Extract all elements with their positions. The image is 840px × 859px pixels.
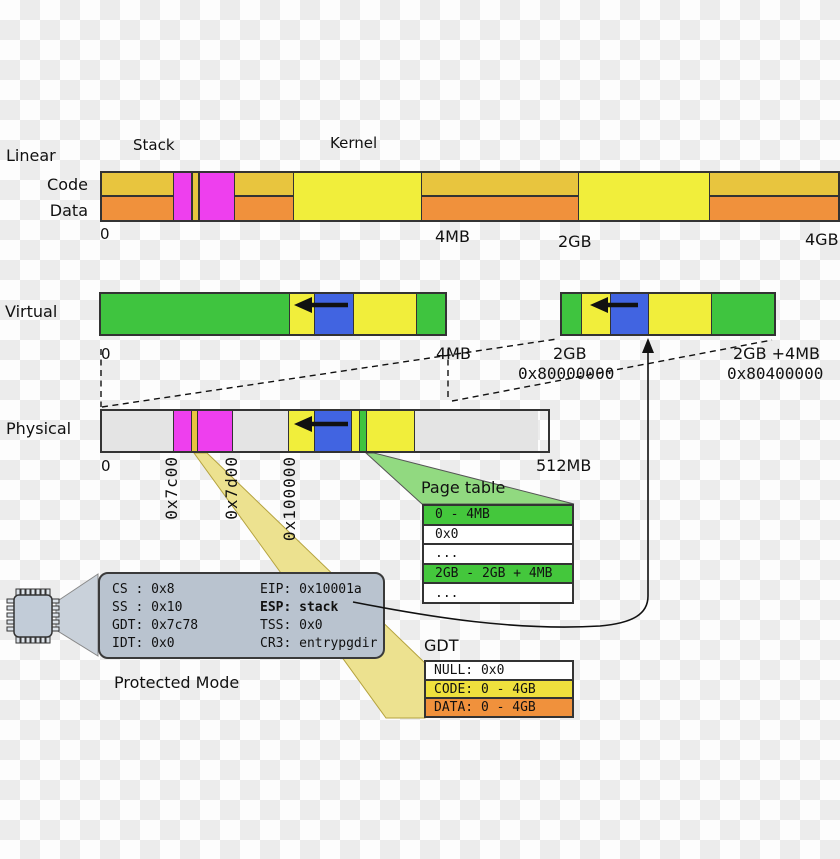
virtual-free-segment [417,294,445,334]
virtual-stack-segment [315,294,354,334]
stack-label: Stack [133,136,175,154]
virtual-free-segment [562,294,582,334]
physical-kernel-segment [289,411,315,451]
register-eip: EIP: 0x10001a [260,582,362,597]
physical-gdt-stripe [192,411,198,451]
virtual-hex-80000000: 0x80000000 [518,364,615,383]
physical-tick-0x7d00: 0x7d00 [222,456,241,520]
virtual-hex-80400000: 0x80400000 [727,364,824,383]
physical-bootsector-segment [174,411,192,451]
virtual-free-segment [712,294,774,334]
register-cs: CS : 0x8 [112,582,175,597]
virtual-kernel-segment [582,294,611,334]
page-table-row: 0x0 [424,526,572,546]
physical-free-segment [415,411,538,451]
chip-connector [55,573,99,657]
physical-label: Physical [6,419,72,438]
cpu-chip-icon [6,588,60,644]
physical-tick-512mb: 512MB [536,456,592,475]
virtual-tick-2gb4mb: 2GB +4MB [733,344,821,363]
register-tss: TSS: 0x0 [260,618,323,633]
physical-kernel-segment [367,411,415,451]
kernel-label: Kernel [330,134,378,152]
virtual-label: Virtual [5,302,58,321]
linear-stack-segment [173,173,192,220]
register-cr3: CR3: entrypgdir [260,636,378,651]
virtual-tick-2gb: 2GB [553,344,587,363]
register-idt: IDT: 0x0 [112,636,175,651]
linear-kernel-low-segment [293,173,422,220]
physical-tick-0x100000: 0x100000 [280,456,299,542]
gdt-row-data: DATA: 0 - 4GB [426,699,572,717]
physical-free-segment [233,411,289,451]
gdt-title: GDT [424,636,459,655]
protected-mode-label: Protected Mode [114,673,240,692]
virtual-kernel-segment [649,294,712,334]
linear-tick-4gb: 4GB [805,230,839,249]
virtual-tick-0: 0 [101,345,111,363]
code-row-label: Code [47,175,88,194]
register-column-right: EIP: 0x10001a ESP: stack TSS: 0x0 CR3: e… [260,581,377,653]
page-table-row: ... [435,585,459,601]
virtual-bar-low [99,292,447,336]
linear-address-bar [100,171,840,222]
virtual-tick-4mb: 4MB [436,344,471,363]
page-table-row: 2GB - 2GB + 4MB [424,564,572,585]
virtual-kernel-segment [290,294,315,334]
physical-free-segment [102,411,174,451]
cpu-register-box: CS : 0x8 SS : 0x10 GDT: 0x7c78 IDT: 0x0 … [98,572,385,659]
data-row-label: Data [49,201,88,220]
linear-kernel-high-segment [578,173,710,220]
page-table-row: ... [424,545,572,565]
physical-bar [100,409,550,453]
page-table: 0 - 4MB 0x0 ... 2GB - 2GB + 4MB ... [422,504,574,604]
dashed-physical0-to-2gb [101,338,558,408]
virtual-stack-segment [611,294,649,334]
register-gdt: GDT: 0x7c78 [112,618,199,633]
physical-tick-0: 0 [101,457,111,475]
physical-pagetable-stripe [360,411,367,451]
physical-kernel-segment [352,411,360,451]
physical-bootsector-segment [198,411,233,451]
virtual-free-segment [101,294,290,334]
gdt-table: NULL: 0x0 CODE: 0 - 4GB DATA: 0 - 4GB [424,660,574,718]
register-ss: SS : 0x10 [112,600,183,615]
gdt-row-code: CODE: 0 - 4GB [426,680,572,700]
register-column-left: CS : 0x8 SS : 0x10 GDT: 0x7c78 IDT: 0x0 [112,581,198,653]
page-table-row: 0 - 4MB [424,506,572,526]
virtual-kernel-segment [354,294,417,334]
linear-stack-segment [199,173,235,220]
physical-tick-0x7c00: 0x7c00 [162,456,181,520]
linear-label: Linear [6,146,56,165]
gdt-row-null: NULL: 0x0 [426,662,572,681]
linear-tick-0: 0 [100,225,110,243]
linear-tick-2gb: 2GB [558,232,592,251]
page-table-title: Page table [421,478,506,497]
physical-stack-segment [315,411,352,451]
register-esp: ESP: stack [260,600,339,615]
virtual-bar-high [560,292,776,336]
linear-gdt-stripe [192,173,199,220]
linear-tick-4mb: 4MB [435,227,470,246]
